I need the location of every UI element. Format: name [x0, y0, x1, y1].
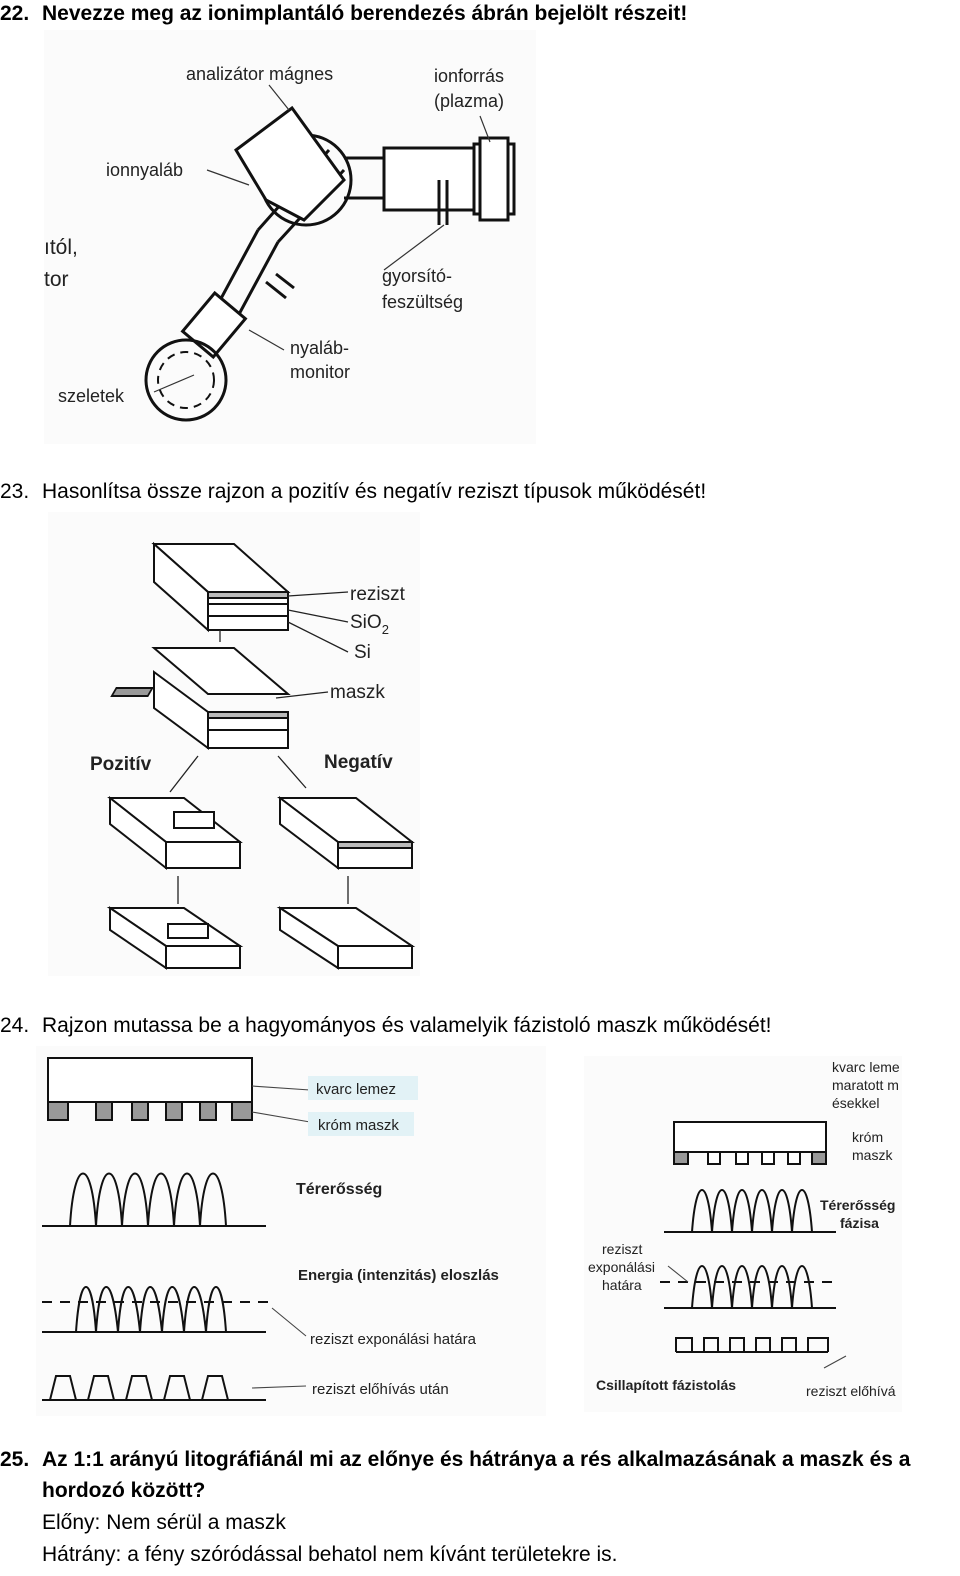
question-23: 23. Hasonlítsa össze rajzon a pozitív és …: [0, 478, 706, 506]
label-threshold-1: reziszt: [602, 1241, 643, 1257]
label-sio2: SiO2: [350, 612, 389, 637]
question-text: Hasonlítsa össze rajzon a pozitív és neg…: [42, 480, 707, 503]
label-chrome: króm maszk: [318, 1117, 399, 1134]
label-field: Térerősség: [296, 1181, 382, 1198]
question-number: 22.: [0, 2, 30, 25]
label-quartz: kvarc lemez: [316, 1081, 396, 1098]
label-cut-2: tor: [44, 268, 69, 291]
label-mask: maszk: [330, 682, 385, 703]
ion-implanter-figure: analizátor mágnes ionforrás (plazma) ion…: [44, 30, 536, 444]
question-number: 23.: [0, 480, 30, 503]
label-field-1: Térerősség: [820, 1197, 895, 1213]
label-attenuated-phase-shift: Csillapított fázistolás: [596, 1377, 736, 1393]
label-si: Si: [354, 642, 371, 663]
label-quartz-1: kvarc leme: [832, 1059, 900, 1075]
label-wafers: szeletek: [58, 386, 125, 406]
label-quartz-3: ésekkel: [832, 1095, 879, 1111]
question-text: Nevezze meg az ionimplantáló berendezés …: [42, 2, 688, 25]
label-chrome-1: króm: [852, 1129, 883, 1145]
label-threshold-2: exponálási: [588, 1259, 655, 1275]
label-accel-1: gyorsító-: [382, 266, 452, 286]
label-energy: Energia (intenzitás) eloszlás: [298, 1267, 499, 1284]
label-monitor-1: nyaláb-: [290, 338, 349, 358]
label-ion-source: ionforrás: [434, 66, 504, 86]
question-number: 24.: [0, 1014, 30, 1037]
answer-disadvantage: Hátrány: a fény szóródással behatol nem …: [42, 1543, 618, 1566]
label-resist: reziszt: [350, 584, 406, 605]
label-developed: reziszt előhívás után: [312, 1381, 449, 1398]
label-threshold: reziszt exponálási határa: [310, 1331, 477, 1348]
phase-shift-mask-figure: kvarc leme maratott m ésekkel króm maszk…: [584, 1056, 902, 1412]
question-24: 24. Rajzon mutassa be a hagyományos és va…: [0, 1012, 772, 1040]
resist-figure: reziszt SiO2 Si maszk Pozitív Negatív: [48, 512, 420, 976]
question-25: 25. Az 1:1 arányú litográfiánál mi az elő…: [0, 1446, 910, 1474]
question-text: Rajzon mutassa be a hagyományos és valam…: [42, 1014, 772, 1037]
label-quartz-2: maratott m: [832, 1077, 899, 1093]
label-plasma: (plazma): [434, 91, 504, 111]
label-positive: Pozitív: [90, 754, 152, 775]
label-threshold-3: határa: [602, 1277, 642, 1293]
label-accel-2: feszültség: [382, 292, 463, 312]
question-text-continued: hordozó között?: [42, 1479, 206, 1502]
label-field-2: fázisa: [840, 1215, 879, 1231]
label-monitor-2: monitor: [290, 362, 350, 382]
conventional-mask-figure: kvarc lemez króm maszk Térerősség Energi…: [36, 1046, 546, 1416]
label-cut-1: ıtól,: [44, 236, 78, 259]
answer-advantage: Előny: Nem sérül a maszk: [42, 1511, 286, 1534]
question-number: 25.: [0, 1448, 30, 1471]
label-negative: Negatív: [324, 752, 393, 773]
label-ion-beam: ionnyaláb: [106, 160, 183, 180]
question-22: 22. Nevezze meg az ionimplantáló berendez…: [0, 0, 687, 28]
label-chrome-2: maszk: [852, 1147, 893, 1163]
question-25-line-2: hordozó között?: [42, 1477, 205, 1505]
label-analyzer-magnet: analizátor mágnes: [186, 64, 333, 84]
question-text: Az 1:1 arányú litográfiánál mi az előnye…: [42, 1448, 911, 1471]
label-developed-right: reziszt előhívá: [806, 1383, 896, 1399]
